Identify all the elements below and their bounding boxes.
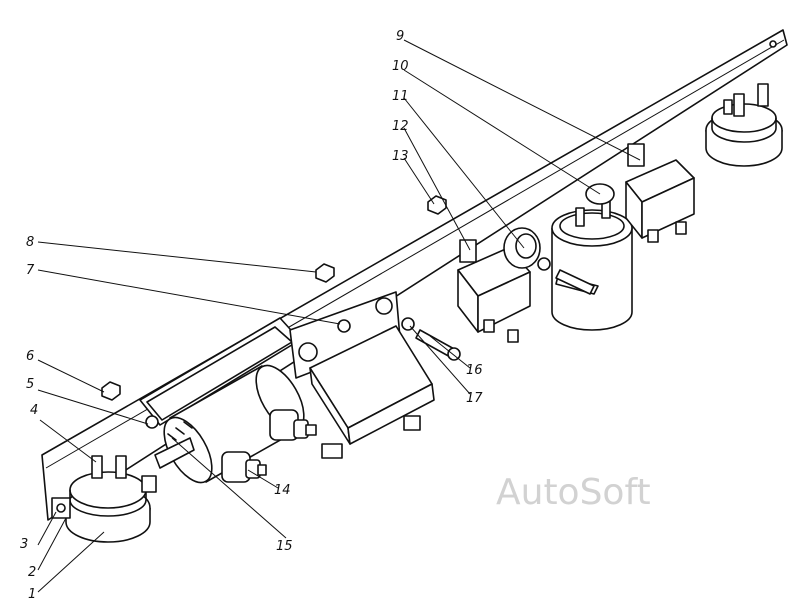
callout-9: 9 [396,29,404,44]
callout-10: 10 [392,59,409,74]
callout-7: 7 [26,263,35,278]
callout-labels: 1 2 3 4 5 6 7 8 9 10 11 12 13 14 15 16 1… [20,29,483,602]
terminal-studs [221,409,317,483]
callout-6: 6 [26,349,34,364]
callout-1: 1 [28,587,36,602]
right-round-unit [705,83,783,167]
top-relay [625,143,695,243]
callout-15: 15 [276,539,293,554]
capacitor [551,183,633,331]
fasteners [101,195,595,429]
callout-8: 8 [26,235,34,250]
callout-12: 12 [392,119,409,134]
large-relay [289,291,435,459]
watermark-text: AutoSoft [496,472,651,513]
callout-13: 13 [392,149,409,164]
callout-11: 11 [392,89,409,104]
callout-2: 2 [28,565,36,580]
mounting-panel [41,29,788,521]
round-disk [503,227,551,271]
left-round-unit [51,455,157,543]
callout-17: 17 [466,391,483,406]
callout-4: 4 [30,403,38,418]
callout-14: 14 [274,483,291,498]
callout-16: 16 [466,363,483,378]
leader-lines [37,39,641,593]
callout-5: 5 [26,377,34,392]
callout-3: 3 [20,537,28,552]
